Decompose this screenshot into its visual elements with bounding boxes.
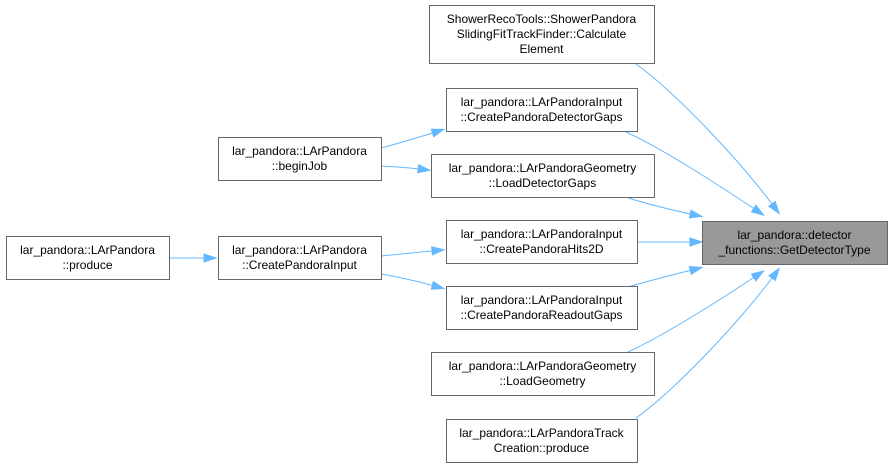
arrowhead-icon: [416, 164, 432, 174]
node-label-line: lar_pandora::LArPandora: [20, 243, 155, 257]
node-label-line: lar_pandora::LArPandoraInput: [461, 227, 623, 241]
node-box: [446, 286, 638, 330]
edge-shower-to-target: [635, 63, 781, 215]
node-label-line: SlidingFitTrackFinder::Calculate: [457, 27, 627, 41]
node-label-line: lar_pandora::LArPandora: [232, 243, 367, 257]
node-label-line: lar_pandora::LArPandoraGeometry: [449, 161, 636, 175]
node-cprg[interactable]: lar_pandora::LArPandoraInput::CreatePand…: [446, 286, 638, 330]
node-label-line: ::produce: [62, 258, 112, 272]
node-cpi[interactable]: lar_pandora::LArPandora::CreatePandoraIn…: [218, 236, 382, 280]
edges-layer: [168, 63, 781, 419]
node-label-line: lar_pandora::LArPandora: [232, 144, 367, 158]
edge-line: [625, 271, 763, 354]
arrowhead-icon: [430, 280, 446, 290]
node-beginjob[interactable]: lar_pandora::LArPandora::beginJob: [218, 137, 382, 181]
node-shower[interactable]: ShowerRecoTools::ShowerPandoraSlidingFit…: [429, 5, 655, 64]
edge-cprg-to-target: [627, 265, 704, 288]
node-label-line: ::LoadDetectorGaps: [489, 176, 596, 190]
arrowhead-icon: [750, 204, 765, 216]
node-box: [431, 352, 655, 396]
node-box: [446, 419, 638, 463]
edge-cpi-to-cph2d: [380, 246, 446, 257]
node-label-line: lar_pandora::LArPandoraInput: [461, 95, 623, 109]
edge-beginjob-to-ldg: [380, 164, 432, 174]
arrowhead-icon: [688, 209, 704, 219]
arrowhead-icon: [203, 253, 218, 263]
node-box: [6, 236, 170, 280]
node-box: [446, 88, 638, 132]
node-label-line: lar_pandora::LArPandoraInput: [461, 293, 623, 307]
node-label-line: ::beginJob: [272, 159, 328, 173]
node-box: [218, 236, 382, 280]
node-label-line: ::CreatePandoraHits2D: [479, 242, 603, 256]
node-label-line: _functions::GetDetectorType: [717, 243, 870, 257]
node-label-line: ::CreatePandoraInput: [242, 258, 357, 272]
arrowhead-icon: [750, 270, 765, 282]
edge-line: [627, 197, 701, 217]
edge-line: [625, 131, 763, 215]
node-box: [429, 5, 655, 64]
node-box: [446, 220, 638, 264]
edge-cpdg-to-target: [625, 131, 765, 216]
arrowhead-icon: [768, 200, 781, 215]
edge-line: [635, 269, 779, 419]
node-box: [702, 221, 888, 265]
node-label-line: Element: [519, 42, 564, 56]
arrowhead-icon: [689, 237, 704, 247]
node-label-line: lar_pandora::LArPandoraTrack: [459, 426, 624, 440]
node-label-line: lar_pandora::LArPandoraGeometry: [449, 359, 636, 373]
edge-line: [627, 267, 701, 288]
node-label-line: ::CreatePandoraDetectorGaps: [460, 110, 622, 124]
edge-trackprod-to-target: [635, 267, 781, 419]
edge-cpi-to-cprg: [380, 273, 446, 290]
node-label-line: Creation::produce: [494, 441, 590, 455]
edge-lgeo-to-target: [625, 270, 765, 354]
node-produce[interactable]: lar_pandora::LArPandora::produce: [6, 236, 170, 280]
node-cpdg[interactable]: lar_pandora::LArPandoraInput::CreatePand…: [446, 88, 638, 132]
arrowhead-icon: [768, 267, 781, 282]
node-label-line: lar_pandora::detector: [737, 228, 851, 242]
node-label-line: ::CreatePandoraReadoutGaps: [460, 308, 622, 322]
node-cph2d[interactable]: lar_pandora::LArPandoraInput::CreatePand…: [446, 220, 638, 264]
node-trackprod[interactable]: lar_pandora::LArPandoraTrackCreation::pr…: [446, 419, 638, 463]
edge-line: [635, 63, 779, 213]
node-ldg[interactable]: lar_pandora::LArPandoraGeometry::LoadDet…: [431, 154, 655, 198]
node-box: [218, 137, 382, 181]
node-box: [431, 154, 655, 198]
nodes-layer: lar_pandora::detector_functions::GetDete…: [6, 5, 888, 463]
edge-produce-to-cpi: [168, 253, 218, 263]
arrowhead-icon: [431, 246, 446, 256]
node-target[interactable]: lar_pandora::detector_functions::GetDete…: [702, 221, 888, 265]
arrowhead-icon: [430, 128, 446, 138]
node-label-line: ShowerRecoTools::ShowerPandora: [447, 12, 637, 26]
arrowhead-icon: [688, 265, 704, 276]
edge-ldg-to-target: [627, 197, 704, 219]
node-lgeo[interactable]: lar_pandora::LArPandoraGeometry::LoadGeo…: [431, 352, 655, 396]
edge-beginjob-to-cpdg: [380, 128, 446, 149]
edge-cph2d-to-target: [636, 237, 704, 247]
node-label-line: ::LoadGeometry: [499, 374, 585, 388]
